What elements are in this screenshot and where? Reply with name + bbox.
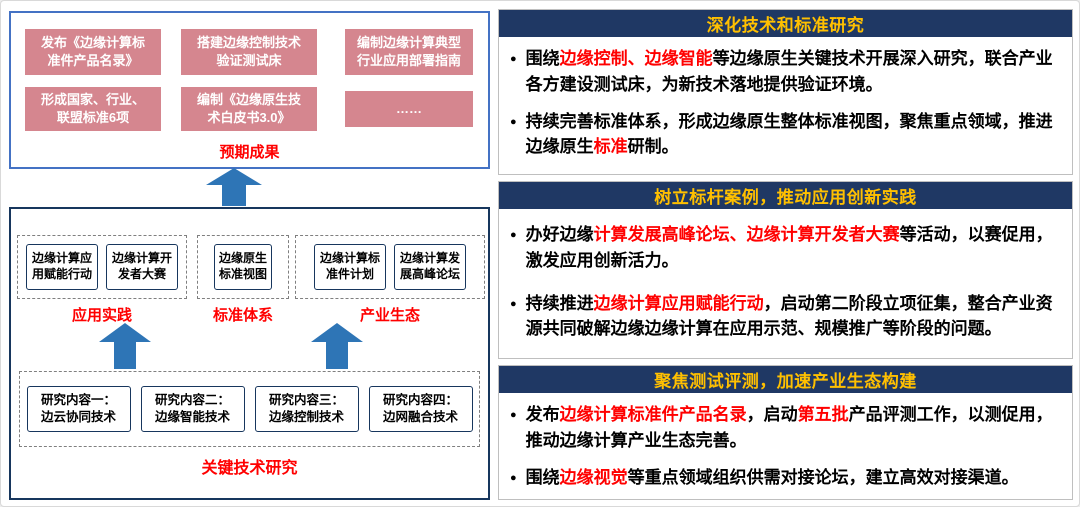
text-segment: 持续完善标准体系，形成边缘原生整体标准视图，聚焦重点领域，推进边缘原生 <box>525 111 1053 157</box>
highlight-segment: 标准 <box>593 137 628 157</box>
bullet-text: 围绕边缘控制、边缘智能等边缘原生关键技术开展深入研究，联合产业各方建设测试床，为… <box>526 46 1060 98</box>
expected-outcomes-panel: 发布《边缘计算标准件产品名录》 搭建边缘控制技术验证测试床 编制边缘计算典型行业… <box>9 11 490 169</box>
work-item: 边缘原生标准视图 <box>214 244 272 290</box>
group-box: 边缘原生标准视图 <box>197 235 289 299</box>
section-header: 树立标杆案例，推动应用创新实践 <box>499 182 1072 209</box>
text-segment: 发布 <box>525 405 560 424</box>
text-segment: 产品评测工作，以测促用，推动边缘计算产业生态完善。 <box>525 405 1053 450</box>
up-arrow-icon <box>311 323 363 369</box>
section-testing-ecosystem: 聚焦测试评测，加速产业生态构建 ● 发布边缘计算标准件产品名录，启动第五批产品评… <box>498 365 1073 500</box>
text-segment: 等边缘原生关键技术开展深入研究，联合产业各方建设测试床，为新技术落地提供验证环境… <box>525 49 1053 94</box>
group-box: 研究内容一： 边云协同技术 研究内容二： 边缘智能技术 研究内容三： 边缘控制技… <box>19 371 480 447</box>
section-header: 深化技术和标准研究 <box>499 10 1072 37</box>
group-label: 标准体系 <box>212 307 273 324</box>
outcome-box: 编制《边缘原生技术白皮书3.0》 <box>181 87 317 131</box>
outcome-box: 编制边缘计算典型行业应用部署指南 <box>345 29 473 75</box>
research-item: 研究内容二： 边缘智能技术 <box>140 386 245 432</box>
text-segment: 围绕 <box>525 467 560 487</box>
text-segment: 等重点领域组织供需对接论坛，建立高效对接渠道。 <box>627 467 1019 487</box>
bullet-icon: ● <box>510 297 517 310</box>
section-body: ● 发布边缘计算标准件产品名录，启动第五批产品评测工作，以测促用，推动边缘计算产… <box>499 393 1072 503</box>
bullet-item: ● 围绕边缘控制、边缘智能等边缘原生关键技术开展深入研究，联合产业各方建设测试床… <box>510 46 1060 98</box>
section-body: ● 办好边缘计算发展高峰论坛、边缘计算开发者大赛等活动，以赛促用，激发应用创新活… <box>499 209 1072 361</box>
research-item-title: 研究内容三： <box>268 393 344 408</box>
outcome-box: 搭建边缘控制技术验证测试床 <box>181 29 317 75</box>
highlight-segment: 边缘控制、边缘智能 <box>559 49 713 68</box>
section-body: ● 围绕边缘控制、边缘智能等边缘原生关键技术开展深入研究，联合产业各方建设测试床… <box>499 37 1072 173</box>
text-segment: 办好边缘 <box>525 225 594 244</box>
up-arrow-icon <box>99 323 151 369</box>
bullet-item: ● 办好边缘计算发展高峰论坛、边缘计算开发者大赛等活动，以赛促用，激发应用创新活… <box>510 222 1060 274</box>
bullet-icon: ● <box>510 409 517 421</box>
up-arrow-icon <box>206 168 262 206</box>
bullet-item: ● 发布边缘计算标准件产品名录，启动第五批产品评测工作，以测促用，推动边缘计算产… <box>510 402 1060 454</box>
bullet-item: ● 持续完善标准体系，形成边缘原生整体标准视图，聚焦重点领域，推进边缘原生标准研… <box>510 109 1060 161</box>
outcome-box-ellipsis: …… <box>345 91 473 127</box>
work-item: 边缘计算发展高峰论坛 <box>394 244 466 290</box>
group-industry-ecosystem: 边缘计算标准件计划 边缘计算发展高峰论坛 产业生态 <box>295 235 485 325</box>
bullet-text: 办好边缘计算发展高峰论坛、边缘计算开发者大赛等活动，以赛促用，激发应用创新活力。 <box>526 222 1060 274</box>
bullet-text: 持续推进边缘计算应用赋能行动，启动第二阶段立项征集，整合产业资源共同破解边缘边缘… <box>526 291 1060 343</box>
expected-outcomes-label: 预期成果 <box>219 144 280 161</box>
work-item: 边缘计算开发者大赛 <box>106 244 178 290</box>
highlight-segment: 边缘计算应用赋能行动 <box>593 293 764 313</box>
research-item: 研究内容一： 边云协同技术 <box>26 386 131 432</box>
work-item: 边缘计算应用赋能行动 <box>26 244 98 290</box>
bullet-text: 持续完善标准体系，形成边缘原生整体标准视图，聚焦重点领域，推进边缘原生标准研制。 <box>526 109 1060 161</box>
text-segment: 研制。 <box>627 137 679 157</box>
research-item-title: 研究内容一： <box>40 393 116 408</box>
bullet-item: ● 持续推进边缘计算应用赋能行动，启动第二阶段立项征集，整合产业资源共同破解边缘… <box>510 291 1060 343</box>
bullet-text: 围绕边缘视觉等重点领域组织供需对接论坛，建立高效对接渠道。 <box>526 465 1019 491</box>
section-header: 聚焦测试评测，加速产业生态构建 <box>499 366 1072 393</box>
key-work-panel: 边缘计算应用赋能行动 边缘计算开发者大赛 应用实践 边缘原生标准视图 标准体系 … <box>9 207 490 500</box>
text-segment: ，启动 <box>746 405 798 424</box>
text-segment: 持续推进 <box>525 293 594 313</box>
bullet-icon: ● <box>510 471 517 484</box>
research-item-tech: 边网融合技术 <box>382 410 458 424</box>
group-application-practice: 边缘计算应用赋能行动 边缘计算开发者大赛 应用实践 <box>17 235 187 325</box>
bullet-icon: ● <box>510 115 517 128</box>
group-label: 产业生态 <box>359 307 420 324</box>
bullet-icon: ● <box>510 53 517 65</box>
highlight-segment: 第五批 <box>797 405 849 424</box>
text-segment: 等活动，以赛促用，激发应用创新活力。 <box>525 225 1053 270</box>
research-item-tech: 边缘控制技术 <box>268 410 344 424</box>
group-standard-system: 边缘原生标准视图 标准体系 <box>197 235 289 325</box>
bullet-item: ● 围绕边缘视觉等重点领域组织供需对接论坛，建立高效对接渠道。 <box>510 465 1060 491</box>
research-item: 研究内容四： 边网融合技术 <box>368 386 473 432</box>
bullet-icon: ● <box>510 229 517 241</box>
group-box: 边缘计算标准件计划 边缘计算发展高峰论坛 <box>295 235 485 299</box>
research-item-tech: 边云协同技术 <box>40 410 116 424</box>
text-segment: 围绕 <box>525 49 560 68</box>
bullet-text: 发布边缘计算标准件产品名录，启动第五批产品评测工作，以测促用，推动边缘计算产业生… <box>526 402 1060 454</box>
text-segment: ，启动第二阶段立项征集，整合产业资源共同破解边缘边缘计算在应用示范、规模推广等阶… <box>525 293 1053 339</box>
research-item-title: 研究内容四： <box>382 393 458 408</box>
outcome-box: 形成国家、行业、联盟标准6项 <box>25 87 161 131</box>
highlight-segment: 边缘计算标准件产品名录 <box>559 405 747 424</box>
research-item-tech: 边缘智能技术 <box>154 410 230 424</box>
research-item: 研究内容三： 边缘控制技术 <box>254 386 359 432</box>
group-key-technology-research: 研究内容一： 边云协同技术 研究内容二： 边缘智能技术 研究内容三： 边缘控制技… <box>19 371 480 478</box>
group-box: 边缘计算应用赋能行动 边缘计算开发者大赛 <box>17 235 187 299</box>
section-benchmark-cases: 树立标杆案例，推动应用创新实践 ● 办好边缘计算发展高峰论坛、边缘计算开发者大赛… <box>498 181 1073 359</box>
group-label: 应用实践 <box>71 307 132 324</box>
highlight-segment: 计算发展高峰论坛、边缘计算开发者大赛 <box>593 225 900 244</box>
outcome-box: 发布《边缘计算标准件产品名录》 <box>25 29 161 75</box>
work-item: 边缘计算标准件计划 <box>314 244 386 290</box>
group-label: 关键技术研究 <box>201 460 298 477</box>
research-item-title: 研究内容二： <box>154 393 230 408</box>
highlight-segment: 边缘视觉 <box>559 467 628 487</box>
section-deepen-research: 深化技术和标准研究 ● 围绕边缘控制、边缘智能等边缘原生关键技术开展深入研究，联… <box>498 9 1073 175</box>
